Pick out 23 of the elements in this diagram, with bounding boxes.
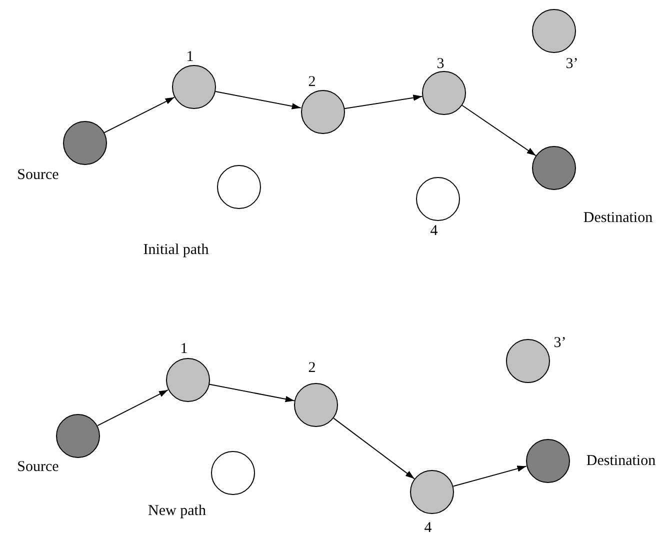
path-caption: New path	[148, 502, 206, 520]
arrow	[104, 96, 175, 134]
arrow	[333, 418, 415, 480]
path-caption: Initial path	[143, 242, 209, 258]
arrow	[452, 466, 527, 487]
node-label: 4	[424, 520, 432, 536]
node-label: 4	[430, 222, 438, 240]
arrow	[97, 389, 168, 426]
node-label: 3’	[554, 334, 566, 352]
node-label: Source	[17, 458, 59, 476]
node-label: 2	[308, 74, 316, 90]
arrow	[208, 384, 295, 402]
node-label: 3’	[566, 56, 578, 72]
arrow	[462, 104, 536, 156]
node-label: 1	[180, 340, 188, 358]
node-label: Source	[17, 166, 59, 184]
arrow	[215, 91, 302, 110]
node-label: 2	[308, 360, 316, 376]
arrow	[344, 94, 423, 110]
node-label: Destination	[583, 210, 653, 226]
node-label: 3	[436, 56, 444, 72]
node-label: 1	[186, 48, 194, 66]
node-label: Destination	[586, 452, 656, 470]
